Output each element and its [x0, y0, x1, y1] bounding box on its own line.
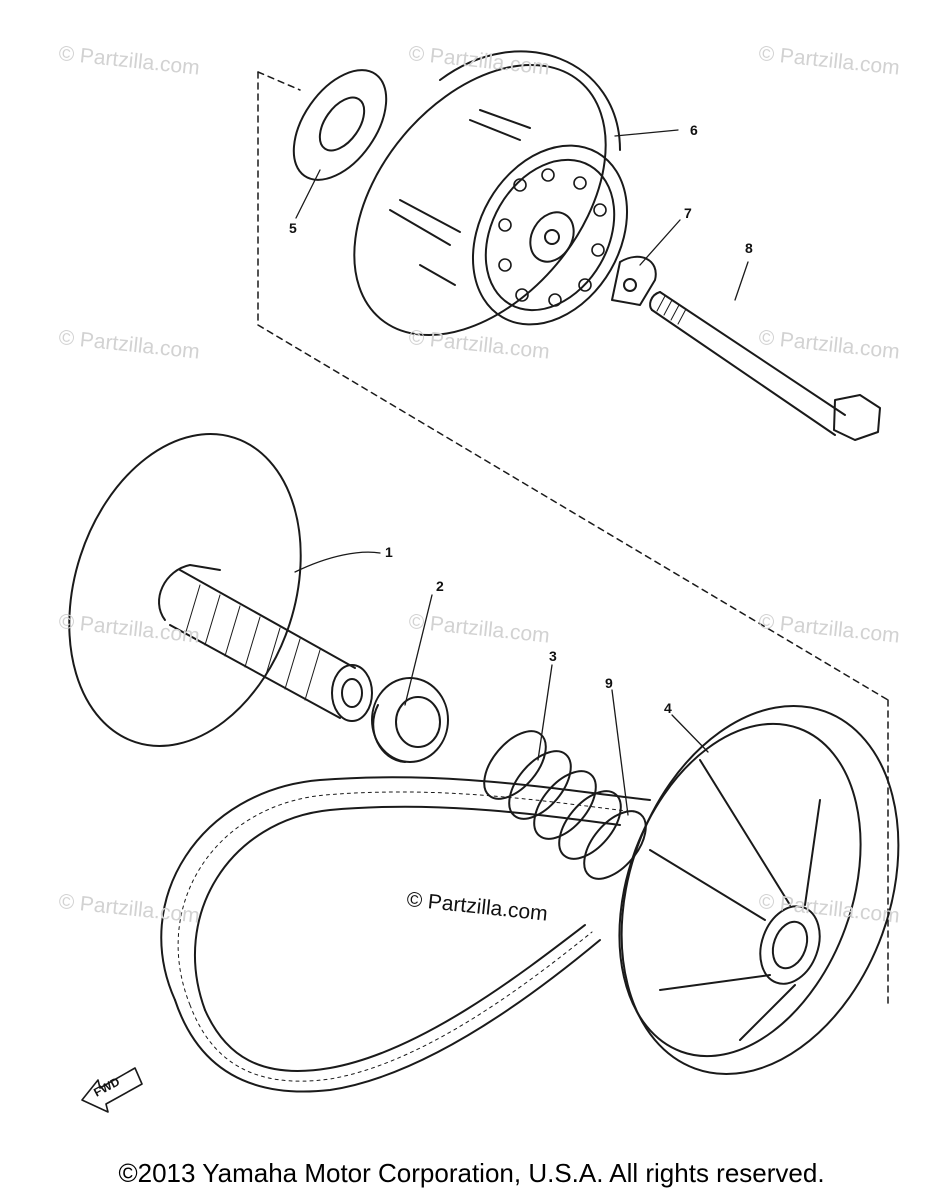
shaft-splines — [184, 584, 321, 701]
fwd-arrow-icon — [81, 1067, 143, 1113]
part-7-lock-tab — [611, 255, 657, 306]
callout-6: 6 — [690, 122, 698, 138]
callout-2: 2 — [436, 578, 444, 594]
callout-1: 1 — [385, 544, 393, 560]
belt-teeth — [177, 791, 636, 1082]
copyright-notice: ©2013 Yamaha Motor Corporation, U.S.A. A… — [118, 1158, 825, 1188]
part-4-fixed-sheave — [618, 705, 900, 1075]
assembly-frame-lines — [257, 71, 889, 1006]
part-5-washer — [292, 69, 388, 181]
callout-4: 4 — [664, 700, 672, 716]
drum-weight-holes — [498, 168, 607, 307]
callout-9: 9 — [605, 675, 613, 691]
callout-3: 3 — [549, 648, 557, 664]
part-9-drive-belt — [160, 776, 651, 1093]
callout-7: 7 — [684, 205, 692, 221]
part-8-bolt — [649, 291, 881, 441]
part-2-collar — [371, 677, 449, 763]
bolt-thread — [656, 295, 687, 325]
part-1-sliding-sheave — [68, 433, 373, 747]
callout-8: 8 — [745, 240, 753, 256]
part-6-sheave-drum — [353, 50, 629, 337]
callout-leader-lines — [294, 129, 749, 816]
callout-5: 5 — [289, 220, 297, 236]
